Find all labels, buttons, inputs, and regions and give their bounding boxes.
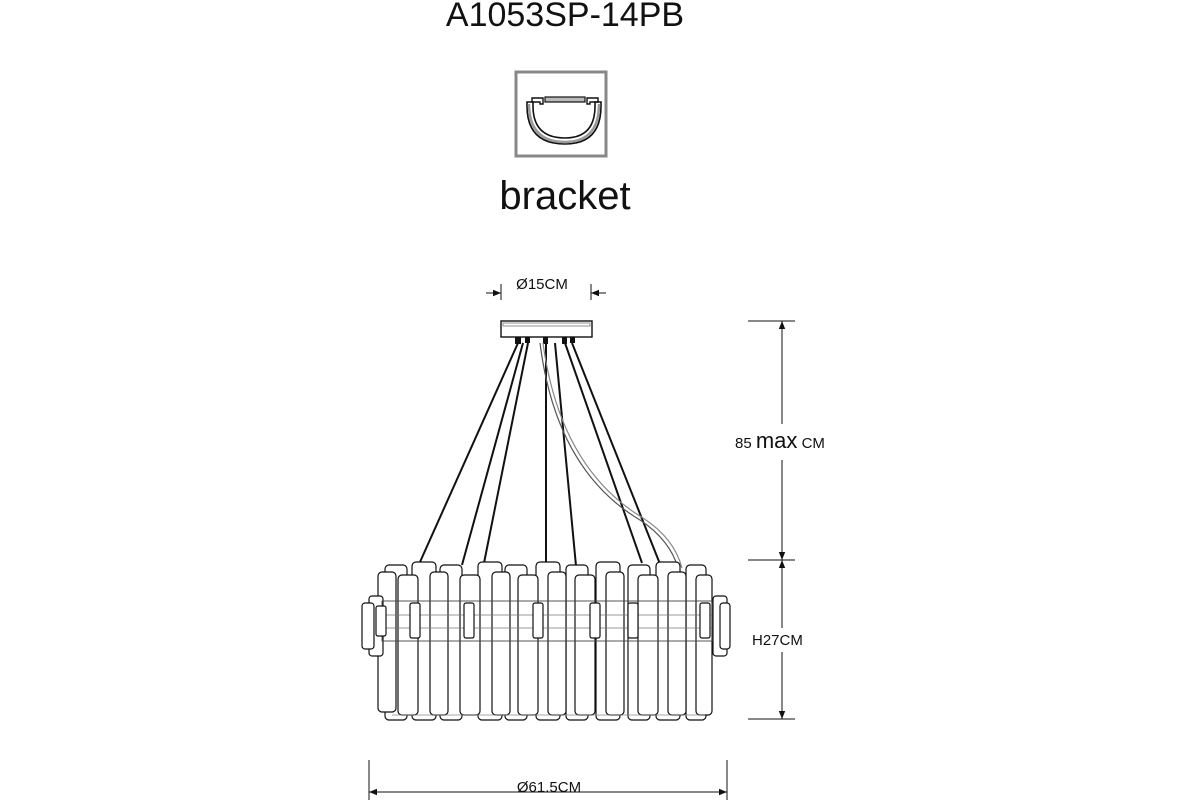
diameter-label: Ø61.5CM	[516, 779, 582, 796]
mount-type-label: bracket	[499, 174, 631, 218]
height-dimension	[748, 560, 795, 720]
canopy-diameter-dimension	[486, 284, 606, 300]
chandelier-body	[361, 561, 731, 721]
cable-length-unit: CM	[801, 435, 825, 452]
cable-length-value: 85	[735, 435, 752, 452]
bracket-mount-icon	[514, 70, 608, 158]
ceiling-canopy	[500, 320, 593, 344]
cable-length-qualifier: max	[755, 428, 798, 453]
suspension-cables	[419, 342, 683, 569]
height-label: H27CM	[752, 632, 803, 649]
canopy-diameter-label: Ø15CM	[516, 276, 568, 293]
cable-length-dimension	[748, 320, 795, 561]
diameter-dimension	[368, 760, 728, 800]
model-number-title: A1053SP-14PB	[445, 0, 685, 34]
cable-length-label: 85 max CM	[735, 428, 825, 454]
